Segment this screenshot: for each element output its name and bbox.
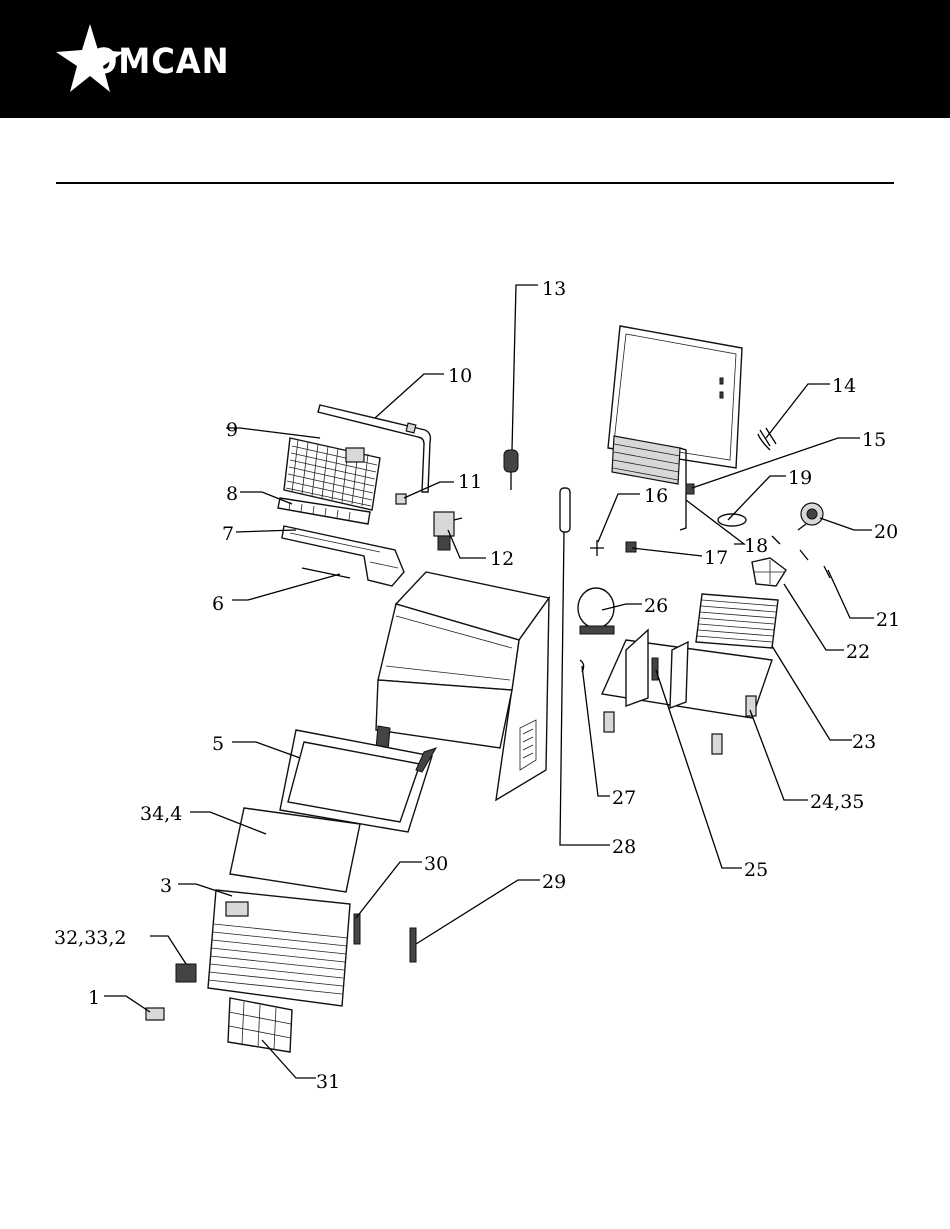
callout-18: 18 bbox=[744, 535, 768, 557]
part-6-rod bbox=[302, 568, 350, 578]
callout-13: 13 bbox=[542, 278, 566, 300]
part-30-bracket bbox=[354, 914, 360, 944]
callout-7: 7 bbox=[222, 523, 234, 545]
callout-12: 12 bbox=[490, 548, 514, 570]
callout-1: 1 bbox=[88, 987, 100, 1009]
callout-15: 15 bbox=[862, 429, 886, 451]
part-29-bracket bbox=[410, 928, 416, 962]
callout-23: 23 bbox=[852, 731, 876, 753]
part-20-fan-motor bbox=[801, 503, 823, 525]
part-16-tee bbox=[590, 540, 604, 556]
part-28-rod bbox=[560, 488, 570, 532]
callout-10: 10 bbox=[448, 365, 472, 387]
part-14-pipe bbox=[758, 428, 776, 450]
part-17-connector bbox=[626, 542, 636, 552]
callout-20: 20 bbox=[874, 521, 898, 543]
callout-5: 5 bbox=[212, 733, 224, 755]
part-15-valve bbox=[686, 484, 694, 494]
callout-31: 31 bbox=[316, 1071, 340, 1093]
part-2-control-board bbox=[176, 964, 196, 982]
callout-14: 14 bbox=[832, 375, 856, 397]
callout-26: 26 bbox=[644, 595, 668, 617]
callout-22: 22 bbox=[846, 641, 870, 663]
callout-17: 17 bbox=[704, 547, 728, 569]
callout-24-35: 24,35 bbox=[810, 791, 864, 813]
part-26-compressor bbox=[578, 588, 614, 634]
callout-9: 9 bbox=[226, 419, 238, 441]
part-31-air-filter bbox=[228, 998, 292, 1052]
part-13-float-switch bbox=[504, 450, 518, 490]
callout-16: 16 bbox=[644, 485, 668, 507]
callout-32-33-2: 32,33,2 bbox=[54, 927, 127, 949]
rear-panel bbox=[608, 326, 742, 530]
part-23-condenser bbox=[696, 594, 778, 648]
callout-8: 8 bbox=[226, 483, 238, 505]
callout-19: 19 bbox=[788, 467, 812, 489]
part-11-sensor bbox=[396, 494, 406, 504]
callout-29: 29 bbox=[542, 871, 566, 893]
callout-11: 11 bbox=[458, 471, 482, 493]
callout-34-4: 34,4 bbox=[140, 803, 182, 825]
part-9-evaporator bbox=[284, 438, 380, 510]
callout-28: 28 bbox=[612, 836, 636, 858]
callout-30: 30 bbox=[424, 853, 448, 875]
part-1-switch bbox=[146, 1008, 164, 1020]
callout-21: 21 bbox=[876, 609, 900, 631]
part-3-front-panel bbox=[208, 890, 350, 1006]
callout-25: 25 bbox=[744, 859, 768, 881]
callout-27: 27 bbox=[612, 787, 636, 809]
callout-6: 6 bbox=[212, 593, 224, 615]
callout-3: 3 bbox=[160, 875, 172, 897]
